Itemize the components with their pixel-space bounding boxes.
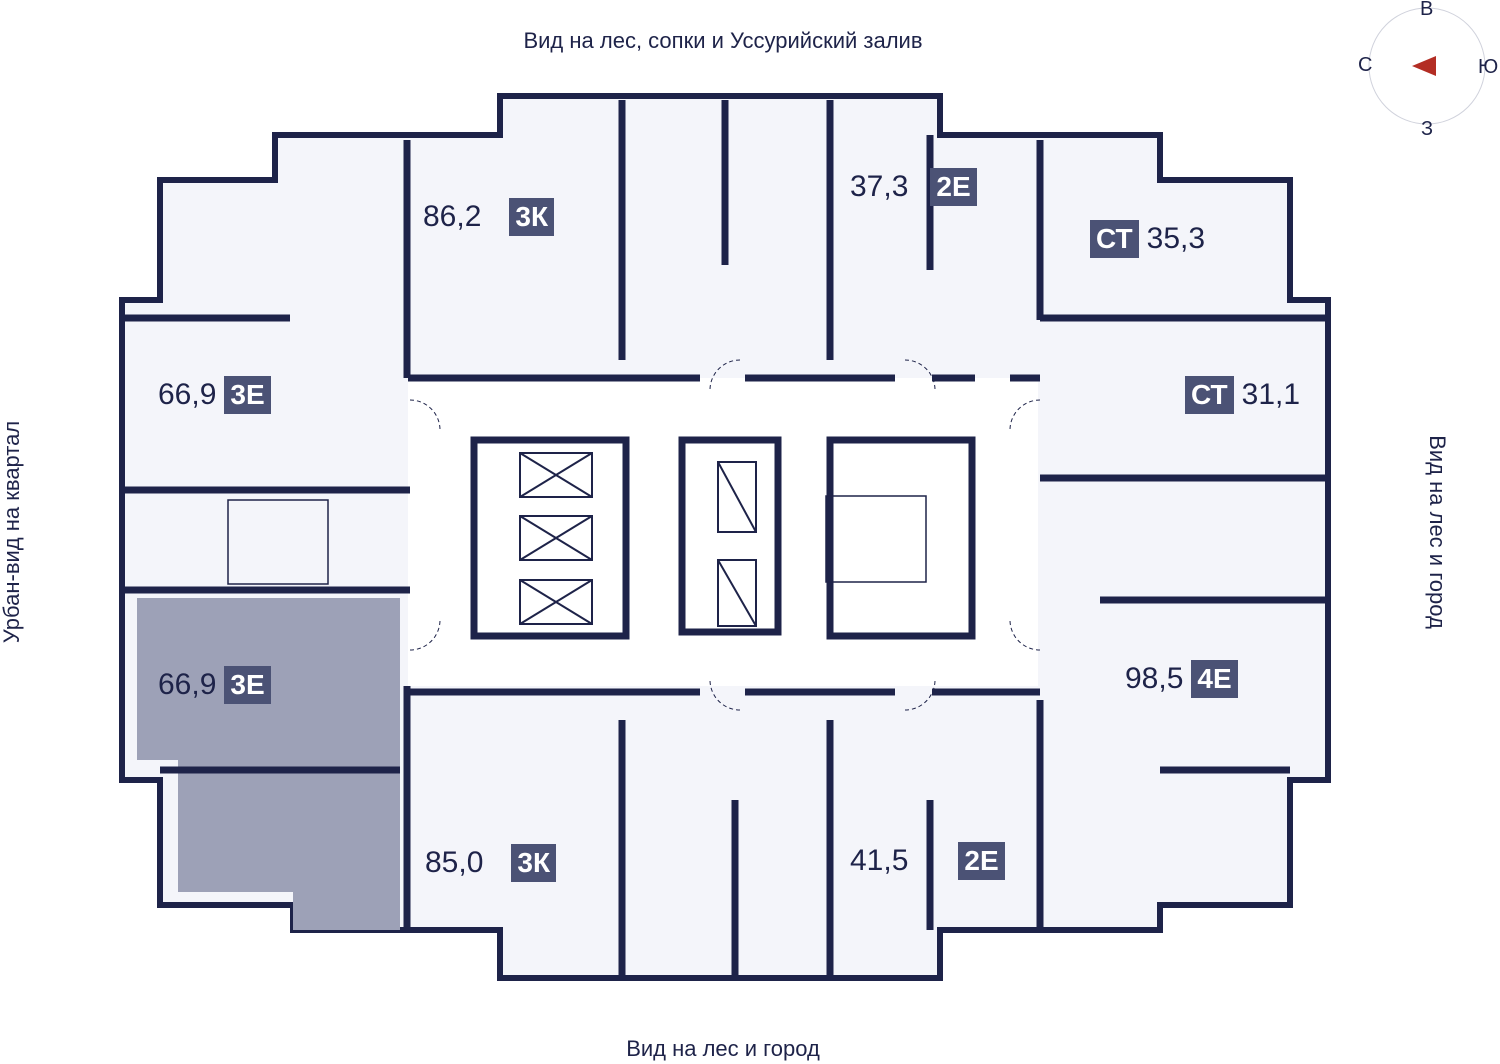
- unit-area: 86,2: [423, 200, 482, 233]
- elevator-shafts: [519, 452, 757, 627]
- view-label-right: Вид на лес и город: [1425, 435, 1450, 629]
- unit-type-badge: 3Е: [224, 666, 271, 704]
- unit-31-1[interactable]: СТ 31,1: [1185, 376, 1300, 414]
- compass-east: В: [1420, 0, 1434, 20]
- unit-area: 66,9: [158, 668, 217, 701]
- unit-area: 35,3: [1146, 222, 1206, 255]
- interior-walls: [125, 100, 1325, 975]
- door-swings: [409, 359, 1041, 711]
- unit-type-badge: 3К: [509, 198, 555, 236]
- selected-apartment-area[interactable]: [137, 598, 400, 930]
- compass-arrow-icon: [1412, 56, 1436, 76]
- compass-south: Ю: [1478, 56, 1499, 78]
- unit-area: 41,5: [850, 844, 909, 877]
- unit-area: 37,3: [850, 170, 909, 203]
- unit-41-5[interactable]: 41,5 2Е: [850, 842, 1005, 880]
- unit-37-3[interactable]: 37,3 2Е: [850, 168, 977, 206]
- unit-area: 31,1: [1241, 378, 1301, 411]
- unit-area: 98,5: [1125, 662, 1184, 695]
- view-label-left: Урбан-вид на квартал: [0, 420, 24, 644]
- unit-type-badge: 4Е: [1191, 660, 1238, 698]
- unit-type-badge: 2Е: [958, 842, 1005, 880]
- unit-area: 66,9: [158, 378, 217, 411]
- unit-type-badge: СТ: [1185, 376, 1234, 414]
- unit-area: 85,0: [425, 846, 484, 879]
- unit-66-9-top[interactable]: 66,9 3Е: [158, 376, 271, 414]
- view-label-top: Вид на лес, сопки и Уссурийский залив: [523, 28, 923, 53]
- stairs: [227, 495, 927, 585]
- compass-west: З: [1421, 118, 1434, 140]
- unit-66-9-selected[interactable]: 66,9 3Е: [158, 666, 271, 704]
- view-label-bottom: Вид на лес и город: [626, 1036, 820, 1061]
- unit-type-badge: 3К: [511, 844, 557, 882]
- compass-north: С: [1358, 54, 1373, 76]
- unit-86-2[interactable]: 86,2 3К: [423, 198, 555, 236]
- unit-85-0[interactable]: 85,0 3К: [425, 844, 557, 882]
- unit-type-badge: СТ: [1090, 220, 1139, 258]
- unit-35-3[interactable]: СТ 35,3: [1090, 220, 1205, 258]
- compass: [1368, 7, 1486, 125]
- unit-type-badge: 2Е: [930, 168, 977, 206]
- unit-98-5[interactable]: 98,5 4Е: [1125, 660, 1238, 698]
- unit-type-badge: 3Е: [224, 376, 271, 414]
